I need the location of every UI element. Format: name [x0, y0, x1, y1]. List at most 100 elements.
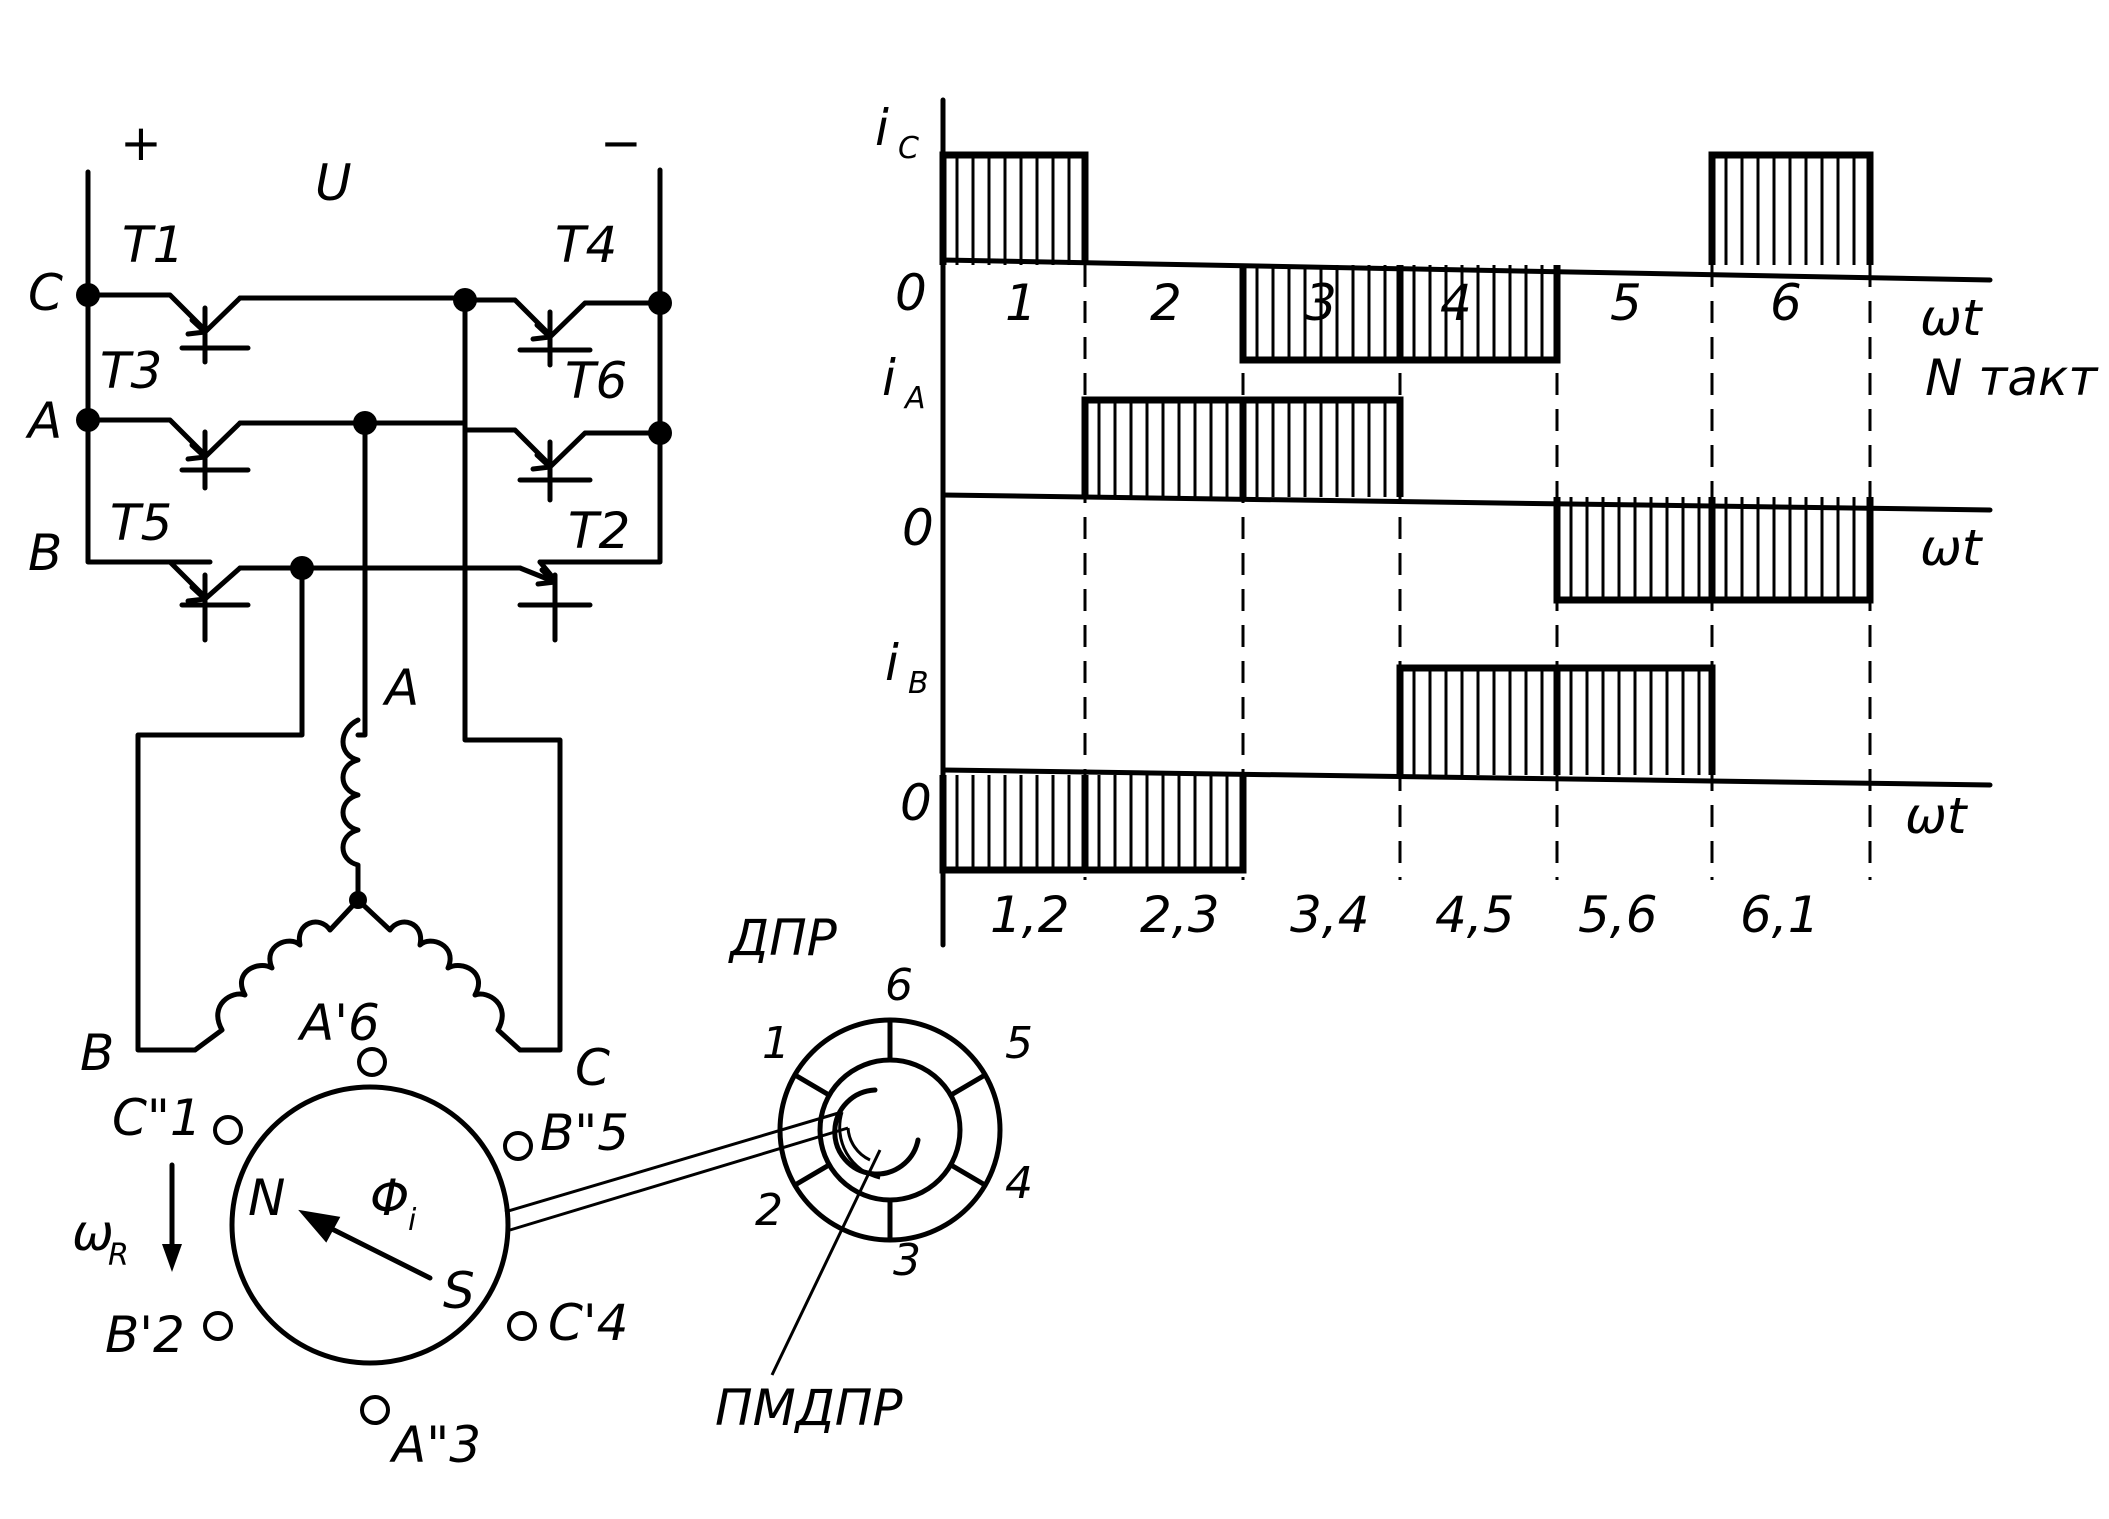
terminal-circle	[507, 1311, 537, 1341]
step-label-2: 2	[1150, 274, 1182, 332]
transistor-label-t4: T4	[555, 216, 617, 274]
series-sub-ib: B	[908, 666, 929, 701]
pulse-row-ia	[1081, 396, 1874, 604]
pulse-ib-step-1	[939, 775, 1089, 874]
terminal-label-c4: C'4	[548, 1294, 628, 1352]
junction-dot	[648, 421, 672, 445]
terminal-label-b5: B"5	[540, 1104, 629, 1162]
zero-label-ib: 0	[900, 774, 932, 832]
series-label-ib: i	[885, 634, 899, 692]
step-label-4: 4	[1440, 274, 1472, 332]
winding-label-c: C	[575, 1039, 610, 1097]
terminal-circle	[203, 1311, 233, 1341]
shaft	[504, 1110, 849, 1232]
speed-subscript: R	[108, 1238, 129, 1273]
pair-label-5: 5,6	[1578, 886, 1658, 944]
plus-sign: +	[120, 114, 162, 172]
step-label-6: 6	[1770, 274, 1802, 332]
terminal-circle	[360, 1395, 390, 1425]
speed-label: ω R	[72, 1204, 129, 1273]
bus-label-a: A	[25, 392, 62, 450]
terminal-circle	[213, 1115, 243, 1145]
pulse-ic-step-6	[1708, 151, 1874, 265]
stator-windings: A B C	[80, 297, 610, 1097]
x-axis-label-ia: ωt	[1920, 519, 1984, 577]
baseline-ib	[940, 767, 1993, 788]
position-sensor: ДПР ПМДПР 1 2 3 4 5 6	[715, 909, 1033, 1437]
winding-label-b: B	[80, 1024, 114, 1082]
step-axis-label: N такт	[1925, 349, 2099, 407]
winding-label-a: A	[382, 659, 419, 717]
pulse-ia-step-5	[1553, 497, 1716, 604]
rotation-arrowhead	[162, 1244, 182, 1272]
sensor-position-3: 3	[893, 1235, 921, 1286]
zero-label-ic: 0	[895, 264, 927, 322]
pair-label-3: 3,4	[1290, 886, 1370, 944]
x-axis-label-ic: ωt	[1920, 289, 1984, 347]
x-axis-label-ib: ωt	[1905, 787, 1969, 845]
terminal-circle	[357, 1047, 387, 1077]
timing-diagram: i C 0 1 2 3 4 5 6 ωt N такт i A 0 ωt i B…	[875, 97, 2099, 948]
pulse-ib-step-5	[1553, 664, 1716, 775]
magnet-label: ПМДПР	[715, 1379, 903, 1437]
transistor-label-t6: T6	[565, 352, 627, 410]
supply-voltage-label: U	[315, 154, 352, 212]
pulse-ic-step-4	[1396, 265, 1561, 364]
transistor-t2	[517, 559, 593, 643]
baseline-ia	[940, 492, 1993, 513]
pair-label-6: 6,1	[1740, 886, 1820, 944]
terminal-label-b2: B'2	[105, 1306, 185, 1364]
transistor-t5	[167, 559, 251, 643]
flux-symbol: Φ	[370, 1169, 409, 1227]
series-sub-ic: C	[898, 131, 919, 166]
pair-label-1: 1,2	[990, 886, 1070, 944]
sensor-magnet	[832, 1087, 921, 1180]
sensor-title: ДПР	[728, 909, 838, 967]
pulse-ib-step-2	[1081, 775, 1247, 874]
rotor-circle	[229, 1084, 511, 1366]
rotor-south-label: S	[443, 1262, 475, 1320]
flux-subscript: i	[408, 1203, 417, 1238]
minus-sign: −	[600, 114, 642, 172]
terminal-label-c1: C"1	[112, 1089, 202, 1147]
step-label-1: 1	[1005, 274, 1037, 332]
bus-label-c: C	[28, 264, 63, 322]
sensor-position-6: 6	[885, 960, 913, 1011]
lead-phase-b	[135, 565, 305, 1053]
flux-vector-arrow	[315, 1219, 433, 1281]
pulse-row-ic	[939, 151, 1874, 364]
series-label-ia: i	[882, 349, 896, 407]
inverter-bridge: + − U C A B T1 T4 T3 T6 T5 T2	[25, 114, 672, 643]
pulse-ic-step-1	[939, 151, 1089, 265]
transistor-label-t1: T1	[122, 216, 184, 274]
sensor-position-2: 2	[755, 1185, 783, 1236]
pulse-ib-step-4	[1396, 664, 1561, 775]
flux-arrowhead	[298, 1209, 341, 1243]
neutral-point	[349, 891, 367, 909]
series-sub-ia: A	[903, 381, 926, 416]
transistor-t3	[85, 417, 251, 491]
rotor-assembly: N S Φ i ω R A'6 C"1 B"5 B'2 C'4 A"3	[72, 994, 849, 1474]
sensor-position-5: 5	[1005, 1018, 1033, 1069]
transistor-t4	[462, 297, 663, 368]
flux-label: Φ i	[370, 1169, 417, 1238]
pair-label-4: 4,5	[1435, 886, 1515, 944]
terminal-label-a3: A"3	[389, 1416, 481, 1474]
terminal-circle	[503, 1131, 533, 1161]
transistor-t6	[462, 427, 663, 503]
speed-symbol: ω	[72, 1204, 114, 1262]
pulse-ia-step-6	[1708, 497, 1874, 604]
winding-coil-b	[192, 897, 361, 1053]
step-label-3: 3	[1305, 274, 1337, 332]
pulse-row-ib	[939, 664, 1716, 874]
transistor-label-t3: T3	[100, 342, 162, 400]
zero-label-ia: 0	[902, 499, 934, 557]
junction-dot	[76, 283, 100, 307]
winding-coil-c	[355, 897, 523, 1053]
bus-label-b: B	[28, 524, 62, 582]
sensor-segment-dividers	[792, 1017, 988, 1243]
transistor-label-t5: T5	[110, 494, 172, 552]
junction-dot	[648, 291, 672, 315]
baseline-ic	[940, 257, 1993, 283]
